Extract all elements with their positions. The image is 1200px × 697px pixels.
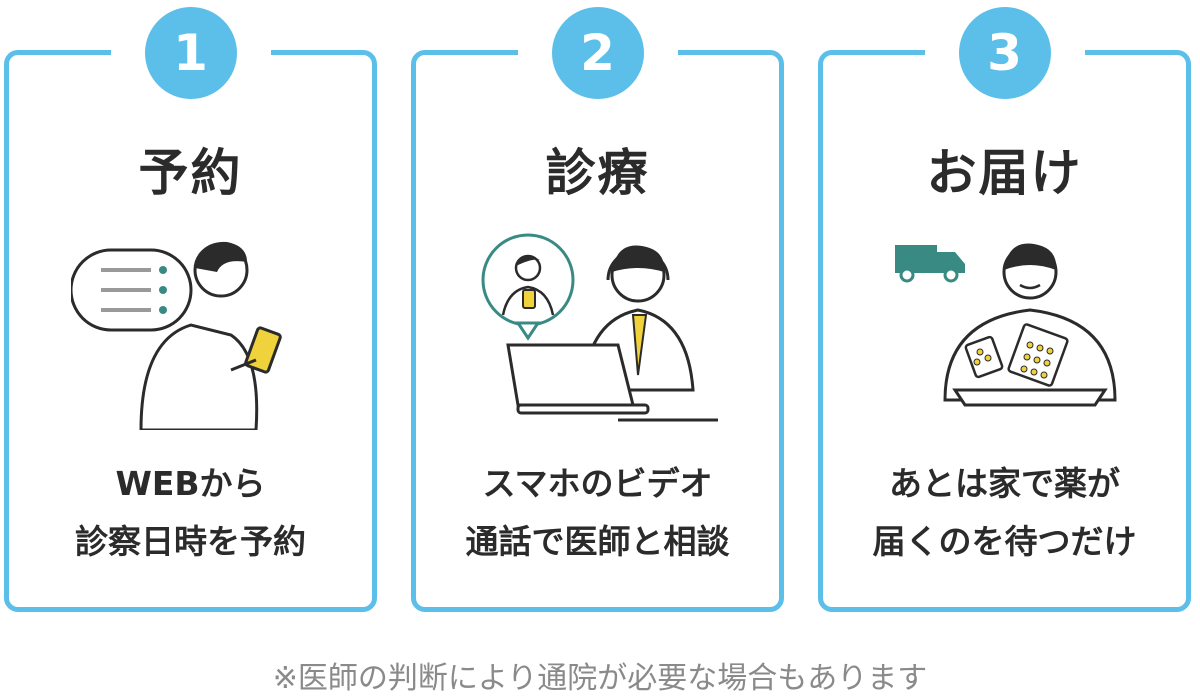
step-card-consultation: 2 診療 スマホのビデオ 通話で医師と相談 xyxy=(411,7,784,612)
step-card-delivery: 3 お届け あとは家で薬が 届くのを待つだけ xyxy=(818,7,1191,612)
step-description-line: WEBから xyxy=(115,464,266,503)
step-number-badge: 1 xyxy=(144,7,237,99)
step-description-line: スマホのビデオ xyxy=(482,464,713,503)
step-number-badge: 2 xyxy=(551,7,644,99)
step-description-line: あとは家で薬が xyxy=(889,464,1120,503)
step-title: 予約 xyxy=(138,144,243,202)
step-description-line: 届くのを待つだけ xyxy=(872,522,1137,561)
phone-booking-illustration xyxy=(70,241,282,430)
truck-icon xyxy=(894,245,965,283)
step-description-line: 通話で医師と相談 xyxy=(465,522,730,561)
step-title: 診療 xyxy=(545,144,650,202)
step-number-badge: 3 xyxy=(958,7,1051,99)
step-description: WEBから 診察日時を予約 xyxy=(9,455,372,571)
step-title: お届け xyxy=(926,144,1083,202)
step-description-line: 診察日時を予約 xyxy=(75,522,306,561)
step-card-booking: 1 予約 WEBから 診察日時を予約 xyxy=(4,7,377,612)
step-description: あとは家で薬が 届くのを待つだけ xyxy=(823,455,1186,571)
step-description: スマホのビデオ 通話で医師と相談 xyxy=(416,455,779,571)
medicine-delivery-illustration xyxy=(894,243,1117,407)
video-consultation-illustration xyxy=(481,233,718,422)
footnote: ※医師の判断により通院が必要な場合もあります xyxy=(272,661,928,696)
